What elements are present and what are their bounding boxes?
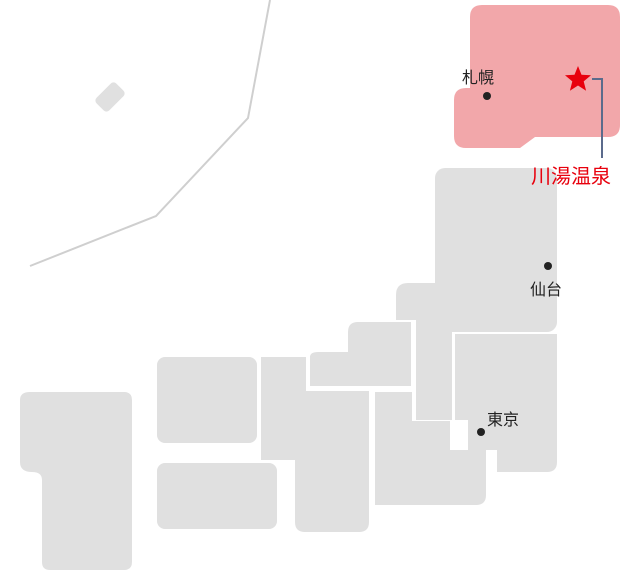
region-kanto[interactable] (455, 334, 557, 472)
sea-boundary-line (29, 0, 271, 267)
region-hokuriku[interactable] (396, 283, 452, 420)
region-hokkaido[interactable] (454, 5, 620, 148)
region-kyushu[interactable] (20, 392, 132, 570)
city-dot-sendai[interactable] (544, 262, 552, 270)
region-tohoku[interactable] (435, 168, 557, 332)
star-icon[interactable] (565, 66, 591, 91)
city-dot-sapporo[interactable] (483, 92, 491, 100)
marker-leader-line (592, 78, 603, 158)
city-dot-tokyo[interactable] (477, 428, 485, 436)
marker-label: 川湯温泉 (531, 164, 611, 188)
city-label-tokyo: 東京 (487, 410, 519, 429)
small-island (95, 82, 125, 112)
region-tokai[interactable] (375, 392, 486, 505)
region-kinki-north[interactable] (310, 322, 411, 386)
city-label-sendai: 仙台 (530, 280, 562, 299)
region-chugoku[interactable] (157, 357, 257, 443)
region-kinki-south[interactable] (261, 357, 369, 532)
city-label-sapporo: 札幌 (462, 68, 494, 87)
region-shikoku[interactable] (157, 463, 277, 529)
